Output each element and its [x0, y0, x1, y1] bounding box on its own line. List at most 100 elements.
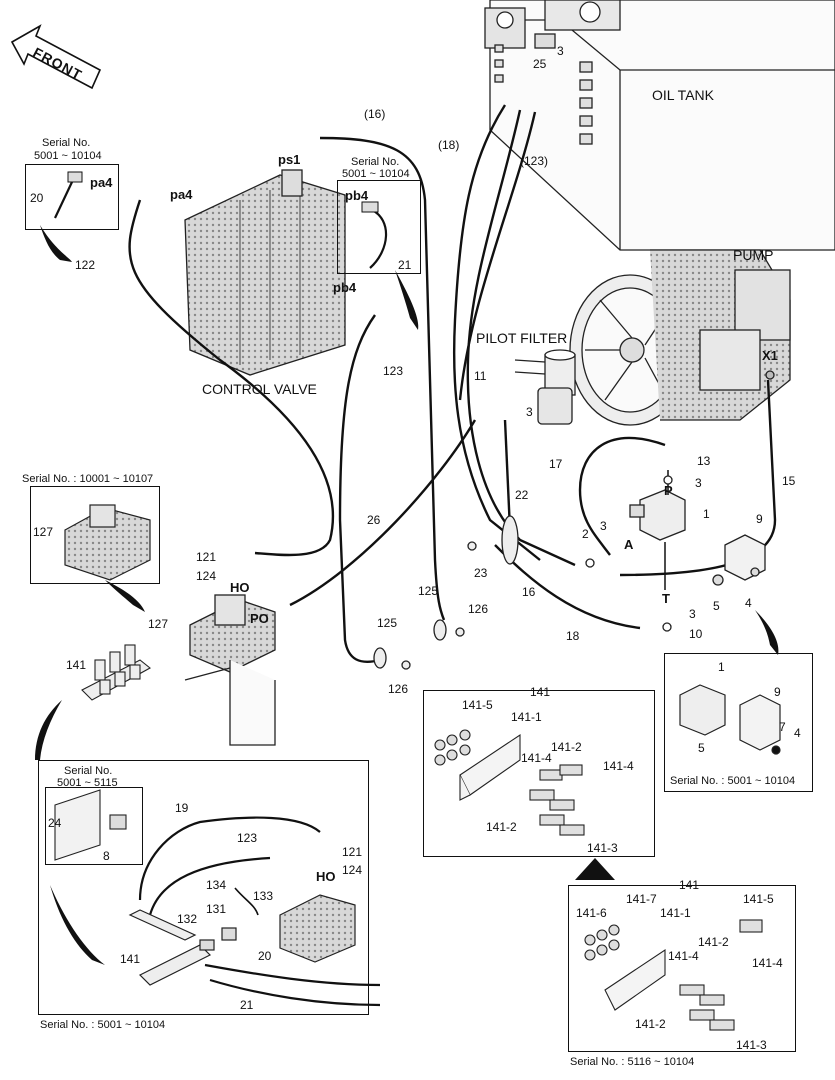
fittings-141: [81, 644, 151, 701]
part-label: 3: [600, 519, 607, 533]
hoses: [128, 104, 777, 663]
front-arrow-icon: [10, 24, 102, 90]
part-label: 132: [177, 912, 198, 926]
part-label: (18): [438, 138, 460, 152]
part-label: 141-1: [660, 906, 691, 920]
part-label: 141-2: [551, 740, 582, 754]
part-label: 121: [196, 550, 217, 564]
part-label: 16: [522, 585, 536, 599]
part-label: 141: [66, 658, 87, 672]
inset-hose-21: [361, 201, 388, 269]
serial-6: Serial No. : 5001 ~ 10104: [40, 1019, 166, 1031]
part-label: 141-2: [486, 820, 517, 834]
port-x1: X1: [762, 348, 778, 363]
lower-valves: [128, 894, 356, 986]
part-label: 18: [566, 629, 580, 643]
pilot-filter: [514, 349, 576, 425]
box3-plate: [584, 919, 763, 1031]
inset-valve-127: [64, 504, 151, 581]
part-label: 126: [388, 682, 409, 696]
part-label: 141-4: [603, 759, 634, 773]
part-label: 9: [774, 685, 781, 699]
port-p: P: [664, 483, 673, 498]
part-label: 11: [474, 369, 487, 383]
part-label: 134: [206, 878, 227, 892]
control-valve: [184, 169, 346, 376]
serial-2-range: 5001 ~ 10104: [342, 168, 410, 180]
part-label: 141-5: [743, 892, 774, 906]
part-label: 141-3: [736, 1038, 767, 1052]
port-pa4-inset: pa4: [90, 175, 113, 190]
serial-2-title: Serial No.: [351, 156, 400, 168]
port-a: A: [624, 537, 634, 552]
part-label: 141-4: [668, 949, 699, 963]
part-label: 20: [258, 949, 272, 963]
oil-tank: [484, 0, 835, 251]
part-label: 17: [549, 457, 563, 471]
lower-assembly: [138, 816, 381, 1007]
part-label: 141-6: [576, 906, 607, 920]
part-label: 23: [474, 566, 488, 580]
serial-1-range: 5001 ~ 10104: [34, 150, 102, 162]
part-label: 124: [342, 863, 363, 877]
inset-box-serial-5001-5115: [45, 787, 143, 865]
port-pb4-inset: pb4: [345, 188, 369, 203]
inset-serial-box-3: [30, 486, 160, 584]
part-label: 124: [196, 569, 217, 583]
part-label: 133: [253, 889, 274, 903]
pilot-valve-127: [184, 594, 276, 746]
part-label: 127: [33, 525, 54, 539]
part-label: 141-5: [462, 698, 493, 712]
part-label: 141: [120, 952, 141, 966]
port-pa4: pa4: [170, 187, 193, 202]
inset-box-lower-left: [38, 760, 369, 1015]
inset-box-141: [423, 690, 655, 857]
inset-serial-box-2: [337, 180, 421, 274]
part-label: 127: [148, 617, 169, 631]
part-label: 21: [398, 258, 412, 272]
part-label: 122: [75, 258, 96, 272]
part-label: 25: [533, 57, 547, 71]
part-label: 4: [745, 596, 752, 610]
port-ho-lower: HO: [316, 869, 336, 884]
part-label: 141-2: [635, 1017, 666, 1031]
serial-7: Serial No. : 5116 ~ 10104: [570, 1056, 695, 1068]
valve-block: [585, 470, 686, 632]
part-label: 9: [756, 512, 763, 526]
port-ps1: ps1: [278, 152, 301, 167]
part-label: 5: [713, 599, 720, 613]
part-label: 123: [237, 831, 258, 845]
part-label: 22: [515, 488, 529, 502]
port-pb4: pb4: [333, 280, 357, 295]
pump: [569, 249, 791, 426]
inset-box-lower-right: [568, 885, 796, 1052]
inset-box-valve: [664, 653, 813, 792]
part-label: 141: [679, 878, 700, 892]
serial-5: Serial No. : 5001 ~ 10104: [670, 775, 796, 787]
part-label: 141-4: [752, 956, 783, 970]
part-label: 3: [689, 607, 696, 621]
part-label: 15: [782, 474, 796, 488]
part-label: 13: [697, 454, 711, 468]
serial-4-title: Serial No.: [64, 765, 113, 777]
part-label: (123): [520, 154, 549, 168]
box2-detail: [679, 684, 781, 755]
port-po: PO: [250, 611, 269, 626]
port-t: T: [662, 591, 670, 606]
oil-tank-label: OIL TANK: [652, 87, 714, 103]
part-label: 131: [206, 902, 227, 916]
control-valve-label: CONTROL VALVE: [202, 381, 317, 397]
part-label: 10: [689, 627, 703, 641]
part-label: 126: [468, 602, 489, 616]
part-label: 7: [779, 720, 786, 734]
part-label: 8: [103, 849, 110, 863]
part-label: 121: [342, 845, 363, 859]
part-label: 141-1: [511, 710, 542, 724]
part-label: 1: [718, 660, 725, 674]
part-label: 123: [383, 364, 404, 378]
part-label: 141-3: [587, 841, 618, 855]
part-label: 20: [30, 191, 44, 205]
part-label: 141-4: [521, 751, 552, 765]
part-label: 26: [367, 513, 381, 527]
